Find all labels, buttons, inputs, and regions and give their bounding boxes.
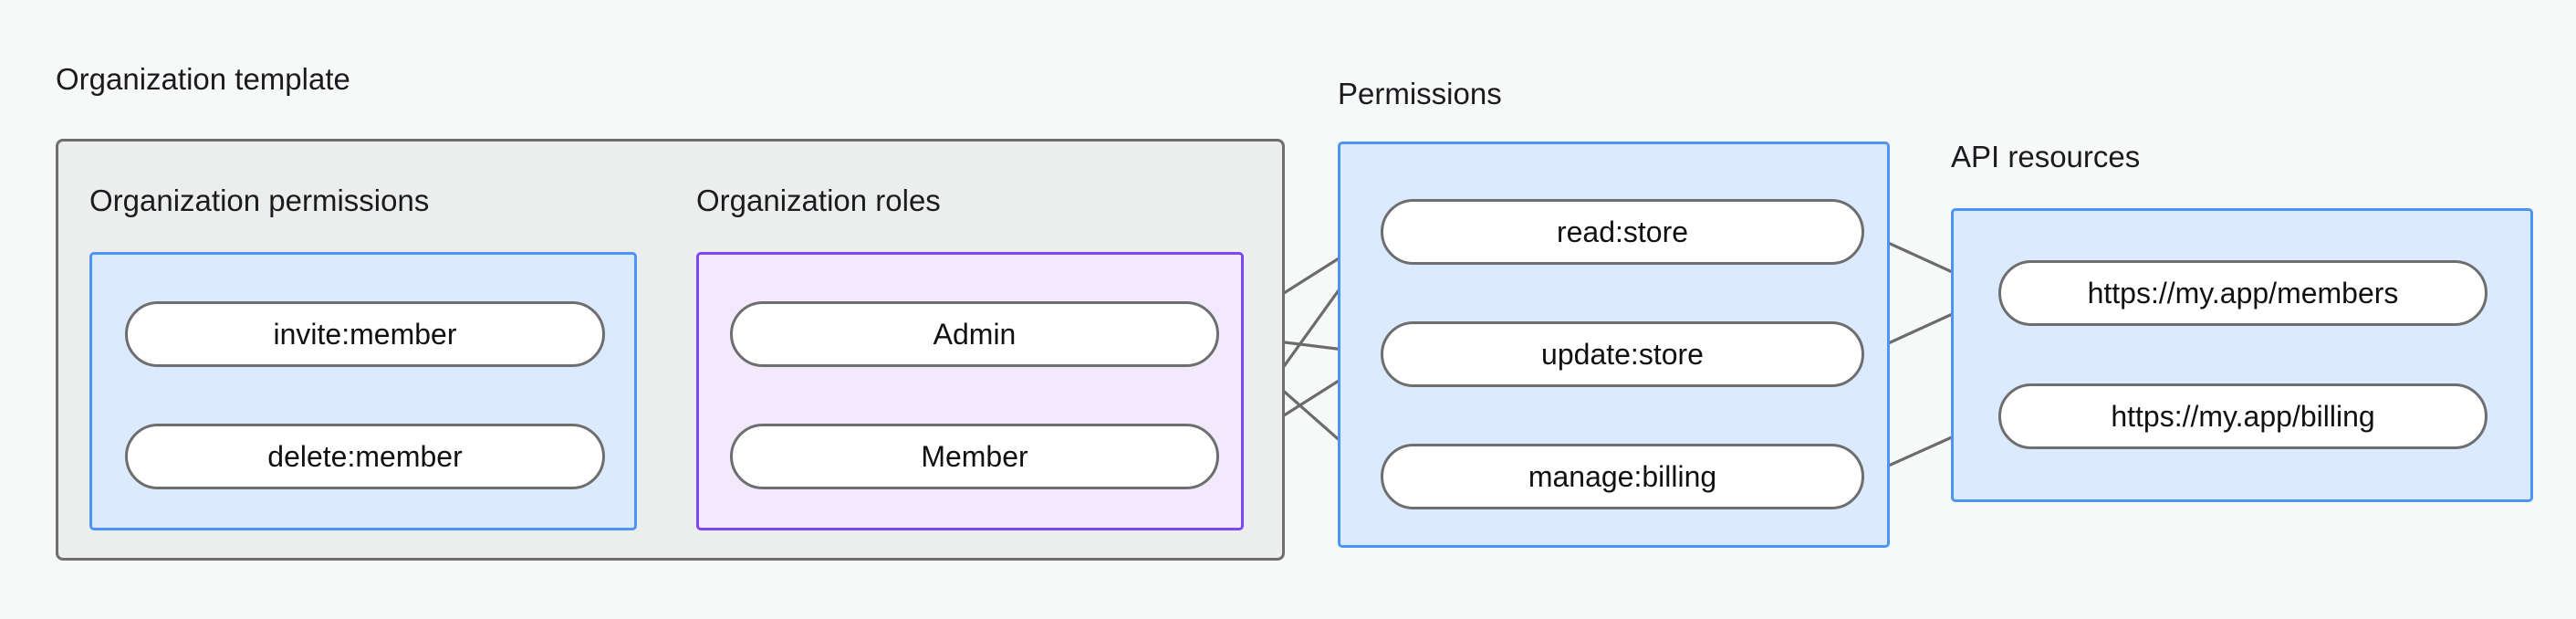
organization-template-title: Organization template xyxy=(56,62,350,96)
node-resource-billing[interactable]: https://my.app/billing xyxy=(1998,383,2487,449)
api-resources-group xyxy=(1951,208,2533,502)
organization-permissions-title: Organization permissions xyxy=(89,184,430,217)
organization-roles-title: Organization roles xyxy=(696,184,941,217)
node-resource-members[interactable]: https://my.app/members xyxy=(1998,260,2487,326)
node-permission-update-store[interactable]: update:store xyxy=(1381,321,1864,387)
node-role-admin[interactable]: Admin xyxy=(730,301,1219,367)
node-role-member[interactable]: Member xyxy=(730,424,1219,489)
permissions-title: Permissions xyxy=(1338,77,1502,110)
node-delete-member[interactable]: delete:member xyxy=(125,424,605,489)
api-resources-title: API resources xyxy=(1951,140,2141,173)
node-permission-read-store[interactable]: read:store xyxy=(1381,199,1864,265)
node-invite-member[interactable]: invite:member xyxy=(125,301,605,367)
node-permission-manage-billing[interactable]: manage:billing xyxy=(1381,444,1864,509)
